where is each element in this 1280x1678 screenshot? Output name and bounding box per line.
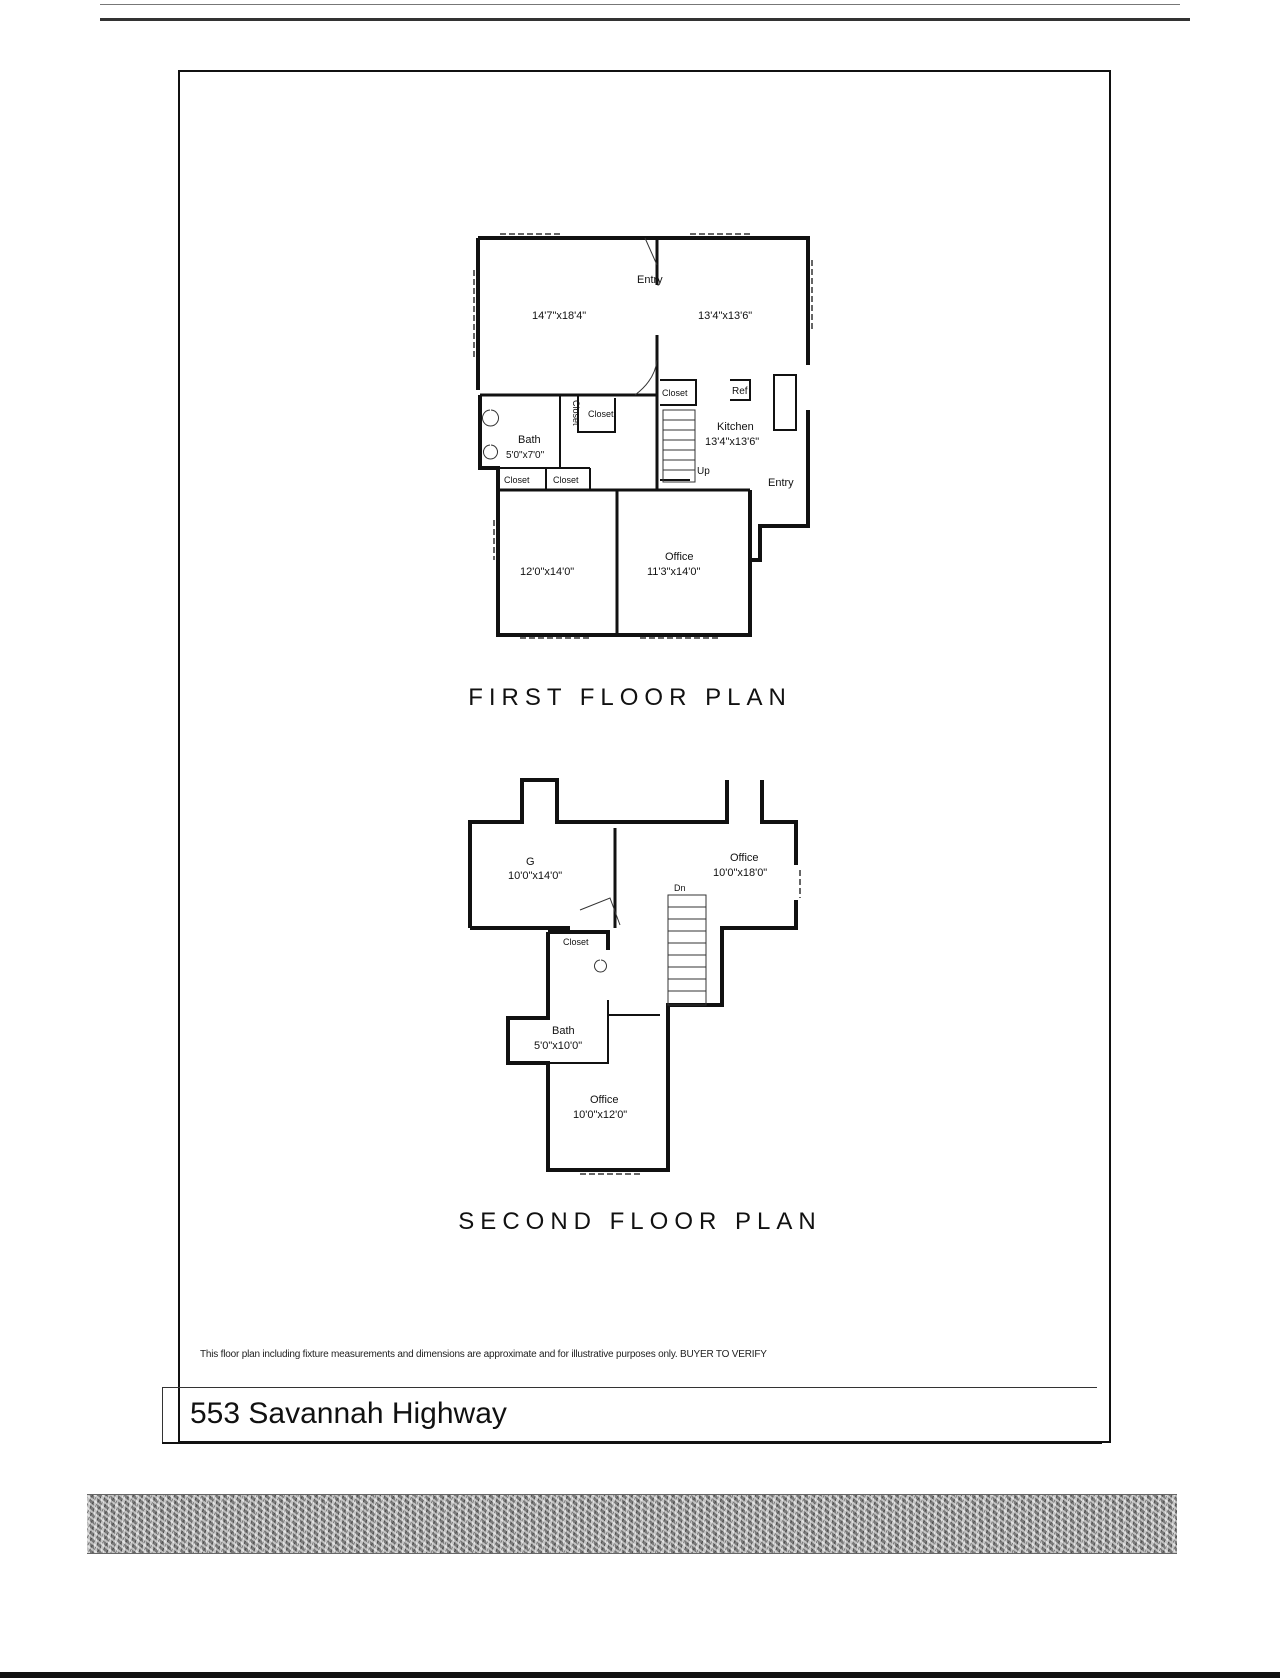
ff-office-dims: 11'3"x14'0" — [647, 566, 700, 578]
top-rule-thin — [100, 4, 1180, 5]
ff-bath-label: Bath — [518, 434, 541, 446]
ff-bath-dims: 5'0"x7'0" — [506, 450, 545, 461]
disclaimer-text: This floor plan including fixture measur… — [200, 1349, 767, 1360]
first-floor-plan-drawing: Entry 14'7"x18'4" 13'4"x13'6" Closet Clo… — [473, 233, 813, 639]
ff-room-left-dims: 14'7"x18'4" — [532, 310, 586, 322]
ff-office-label: Office — [665, 551, 694, 563]
second-floor-plan-drawing: G 10'0"x14'0" Office 10'0"x18'0" Dn Clos… — [468, 778, 801, 1175]
sf-office-right-label: Office — [730, 852, 759, 864]
top-rule-thick — [100, 18, 1190, 21]
scan-noise-band — [87, 1494, 1177, 1554]
sf-bath-label: Bath — [552, 1025, 575, 1037]
ff-kitchen-dims: 13'4"x13'6" — [705, 436, 759, 448]
first-floor-plan-title: FIRST FLOOR PLAN — [468, 684, 792, 711]
sf-office-bottom-dims: 10'0"x12'0" — [573, 1109, 627, 1121]
ff-up: Up — [697, 466, 710, 477]
sf-office-bottom-label: Office — [590, 1094, 619, 1106]
sf-closet: Closet — [563, 937, 589, 947]
ff-ref: Ref — [732, 386, 748, 397]
address-divider — [162, 1387, 1097, 1388]
ff-bedroom-dims: 12'0"x14'0" — [520, 566, 574, 578]
ff-closet-a: Closet — [504, 475, 530, 485]
property-address: 553 Savannah Highway — [190, 1397, 507, 1430]
ff-closet-stair: Closet — [662, 388, 688, 398]
ff-closet-b: Closet — [553, 475, 579, 485]
sf-room-left-label: G — [526, 856, 535, 868]
bottom-scan-edge — [0, 1672, 1280, 1678]
sf-dn: Dn — [674, 883, 686, 893]
address-box-left-edge — [162, 1387, 163, 1442]
ff-kitchen-label: Kitchen — [717, 421, 754, 433]
sf-office-right-dims: 10'0"x18'0" — [713, 867, 767, 879]
address-box-bottom-edge — [162, 1442, 1102, 1444]
ff-entry-top: Entry — [637, 274, 663, 286]
ff-closet-vertical: Closet — [571, 400, 581, 426]
ff-entry-side: Entry — [768, 477, 794, 489]
sf-room-left-dims: 10'0"x14'0" — [508, 870, 562, 882]
second-floor-plan-title: SECOND FLOOR PLAN — [458, 1208, 822, 1235]
ff-closet-small: Closet — [588, 409, 614, 419]
ff-room-right-dims: 13'4"x13'6" — [698, 310, 752, 322]
sf-bath-dims: 5'0"x10'0" — [534, 1040, 582, 1052]
